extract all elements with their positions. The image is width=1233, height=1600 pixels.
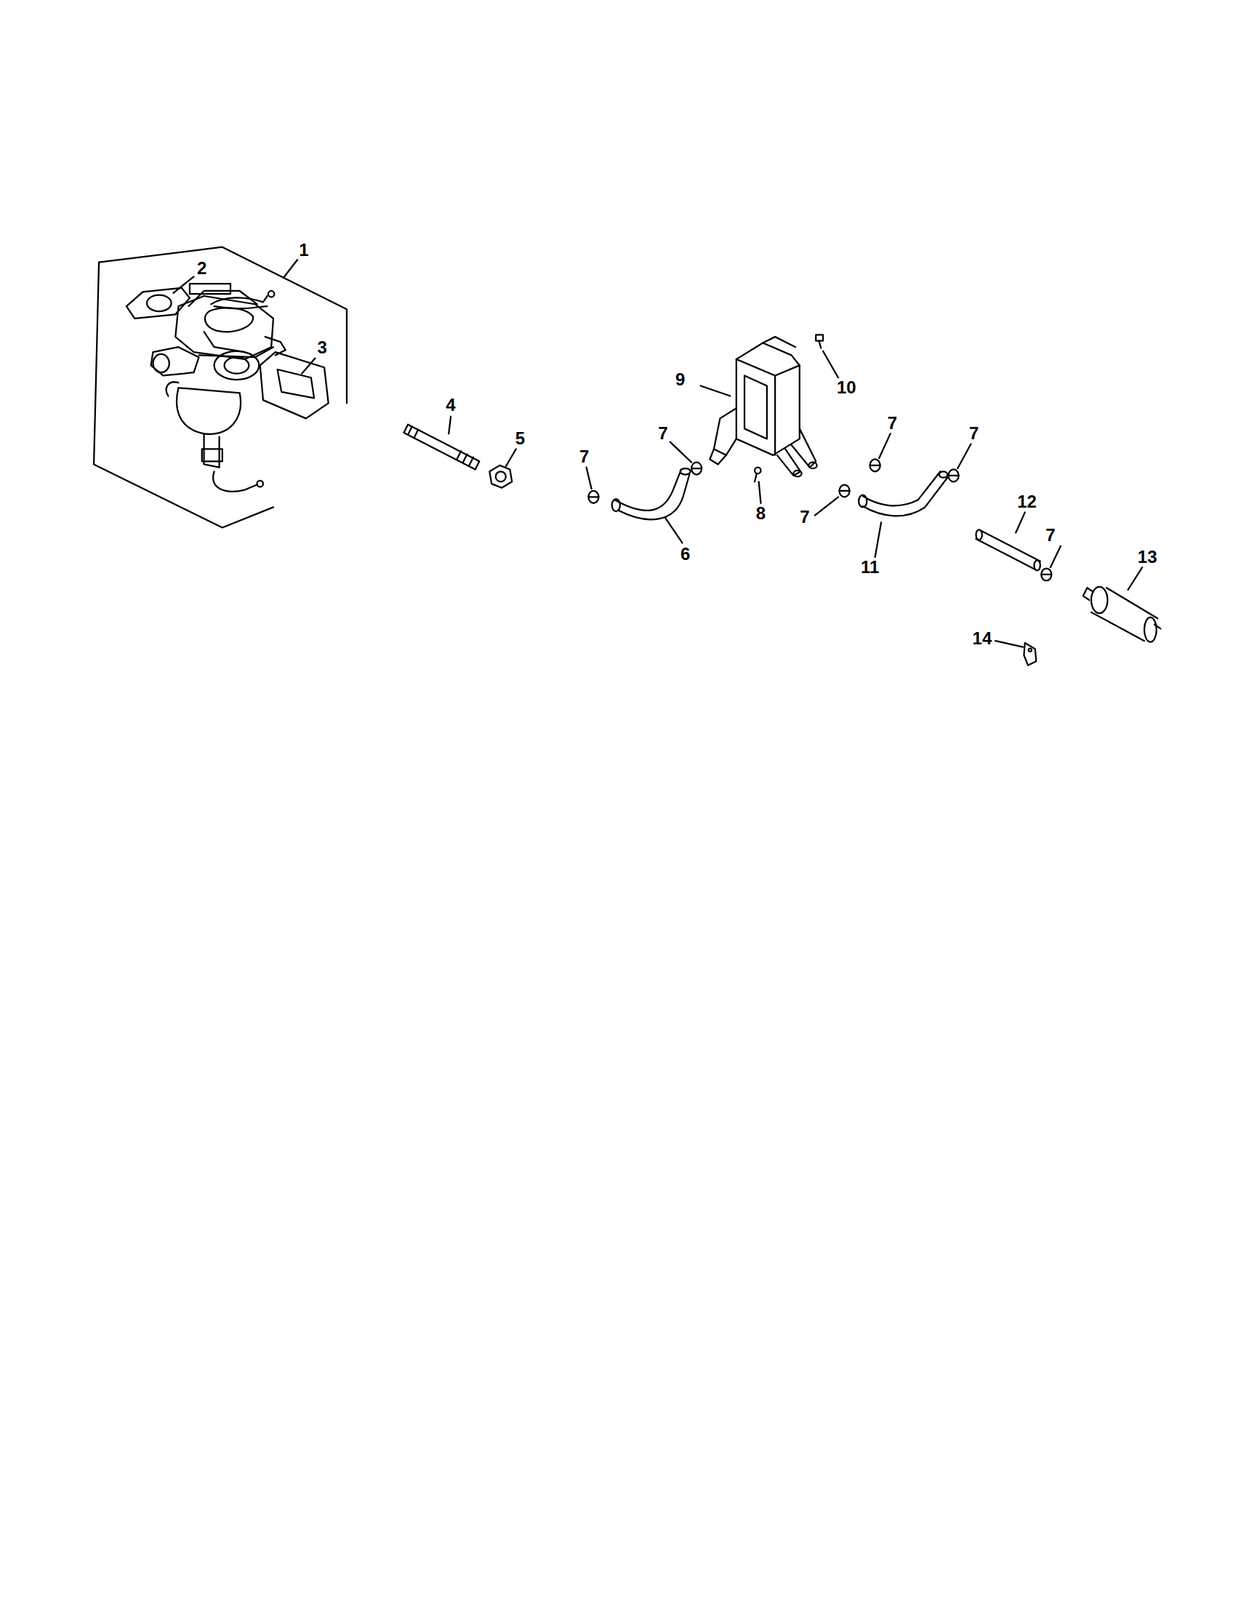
callout-number: 5 [513,428,527,448]
callout-number: 1 [297,240,310,260]
callout-number: 10 [835,378,858,397]
callout-number: 7 [1043,525,1057,545]
callout-number: 11 [859,557,881,577]
callout-number: 2 [195,258,208,278]
callout-number: 6 [679,544,692,564]
callout-number: 7 [656,423,669,443]
callout-number: 7 [798,507,811,527]
callout-number: 7 [967,423,981,443]
callout-number: 7 [577,447,591,467]
callout-number: 4 [444,395,457,415]
callout-number: 12 [1015,492,1039,512]
callout-number: 7 [886,413,899,433]
callout-number: 14 [971,628,994,648]
callout-number: 3 [316,338,329,357]
callout-number: 9 [673,370,687,389]
callout-number: 8 [754,503,767,523]
callout-number: 13 [1136,547,1159,567]
